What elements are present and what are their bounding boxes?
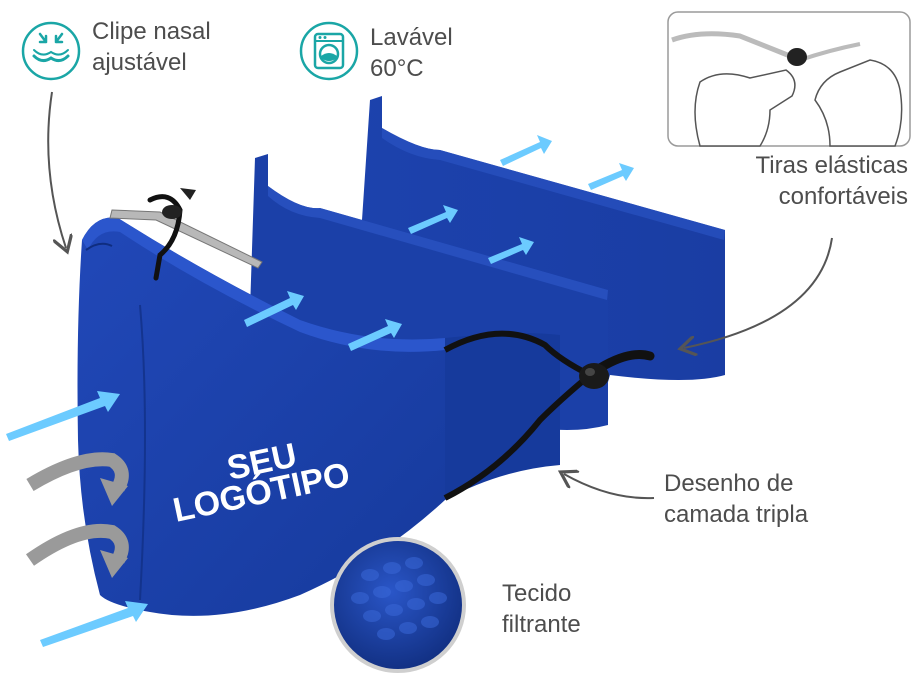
strap-adjust-inset (667, 11, 911, 147)
fabric-closeup (330, 537, 466, 673)
washing-machine-icon (298, 20, 360, 87)
exhale-arrows (25, 452, 129, 566)
layer-back (360, 96, 725, 410)
straps-label: Tiras elásticas confortáveis (755, 152, 908, 210)
elastic-strap (443, 330, 655, 501)
washable-label: Lavável 60°C (370, 24, 453, 82)
triple-layer-label: Desenho de camada tripla (664, 470, 809, 528)
airflow-arrows (6, 135, 634, 647)
nose-clip-label: Clipe nasal ajustável (92, 18, 211, 76)
callout-pointers (47, 91, 833, 500)
fabric-label: Tecido filtrante (502, 580, 581, 638)
nose-clip (109, 188, 263, 281)
mask-front (77, 217, 560, 616)
nose-clip-icon (20, 20, 82, 87)
